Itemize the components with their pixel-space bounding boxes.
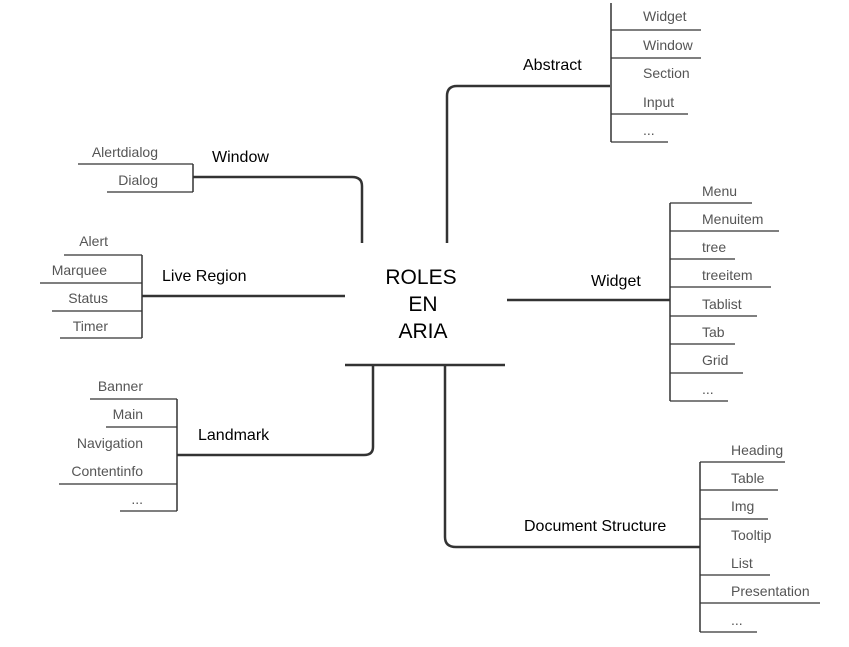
branch-label-landmark: Landmark	[198, 427, 270, 444]
connector-landmark	[177, 365, 375, 457]
branch-label-document-structure: Document Structure	[524, 518, 666, 535]
leaf-tablist: Tablist	[702, 296, 742, 312]
center-title-line-1: ROLES	[385, 266, 456, 289]
leaf-ellipsis: ...	[731, 612, 743, 628]
leaf-main: Main	[113, 406, 143, 422]
leaf-marquee: Marquee	[52, 262, 107, 278]
leaf-banner: Banner	[98, 378, 143, 394]
leaf-ellipsis: ...	[643, 122, 655, 138]
landmark-leaves: Banner Main Navigation Contentinfo ...	[59, 378, 178, 512]
leaf-input: Input	[643, 94, 674, 110]
leaf-menuitem: Menuitem	[702, 211, 763, 227]
leaf-list: List	[731, 555, 753, 571]
connector-window	[193, 175, 364, 243]
center-title-line-3: ARIA	[398, 320, 447, 343]
leaf-grid: Grid	[702, 352, 728, 368]
center-node: ROLES EN ARIA	[345, 266, 505, 367]
leaf-ellipsis: ...	[131, 491, 143, 507]
leaf-ellipsis: ...	[702, 381, 714, 397]
leaf-contentinfo: Contentinfo	[71, 463, 143, 479]
leaf-img: Img	[731, 498, 754, 514]
live-region-leaves: Alert Marquee Status Timer	[40, 233, 143, 339]
branch-label-live-region: Live Region	[162, 268, 247, 285]
leaf-tree: tree	[702, 239, 726, 255]
branch-label-abstract: Abstract	[523, 57, 582, 74]
branch-label-widget: Widget	[591, 273, 641, 290]
window-leaves: Alertdialog Dialog	[78, 144, 194, 193]
leaf-presentation: Presentation	[731, 583, 810, 599]
leaf-navigation: Navigation	[77, 435, 143, 451]
leaf-heading: Heading	[731, 442, 783, 458]
leaf-section: Section	[643, 65, 690, 81]
leaf-window: Window	[643, 37, 694, 53]
leaf-tab: Tab	[702, 324, 725, 340]
document-structure-leaves: Heading Table Img Tooltip List Presentat…	[699, 442, 820, 633]
leaf-table: Table	[731, 470, 765, 486]
center-title-line-2: EN	[408, 293, 437, 316]
connector-document-structure	[443, 365, 700, 549]
leaf-status: Status	[68, 290, 108, 306]
leaf-tooltip: Tooltip	[731, 527, 772, 543]
leaf-treeitem: treeitem	[702, 267, 753, 283]
branch-label-window: Window	[212, 149, 269, 166]
leaf-alert: Alert	[79, 233, 108, 249]
leaf-widget: Widget	[643, 8, 687, 24]
leaf-timer: Timer	[73, 318, 109, 334]
leaf-menu: Menu	[702, 183, 737, 199]
leaf-dialog: Dialog	[118, 172, 158, 188]
abstract-leaves: Widget Window Section Input ...	[610, 3, 701, 143]
connector-abstract	[445, 84, 610, 243]
leaf-alertdialog: Alertdialog	[92, 144, 158, 160]
widget-leaves: Menu Menuitem tree treeitem Tablist Tab …	[669, 183, 779, 402]
